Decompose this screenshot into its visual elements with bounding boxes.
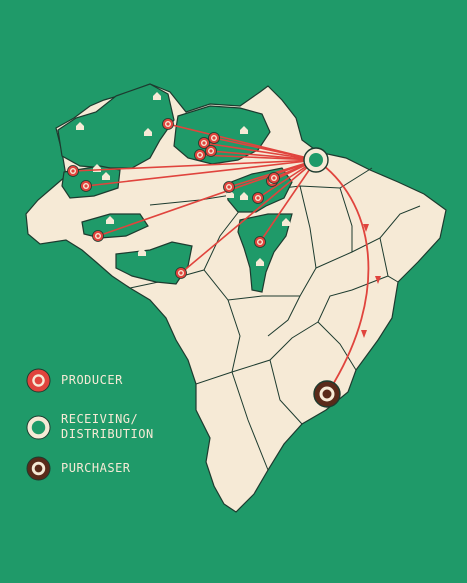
producer-marker bbox=[67, 165, 79, 177]
producer-marker bbox=[254, 236, 266, 248]
producer-marker bbox=[198, 137, 210, 149]
producer-route-line bbox=[199, 154, 317, 161]
producer-route-line bbox=[213, 137, 317, 161]
producer-route-line bbox=[259, 159, 317, 243]
producer-marker bbox=[205, 145, 217, 157]
producer-marker-icon bbox=[26, 368, 51, 393]
producer-marker bbox=[162, 118, 174, 130]
home-icon bbox=[240, 192, 248, 200]
producer-marker bbox=[268, 172, 280, 184]
producer-route-line bbox=[180, 159, 317, 274]
distribution-hub-marker bbox=[303, 147, 329, 173]
home-icon bbox=[153, 92, 161, 100]
home-icon bbox=[102, 172, 110, 180]
home-icon bbox=[144, 128, 152, 136]
arrow-down-icon bbox=[361, 330, 367, 338]
producer-route-line bbox=[203, 142, 317, 161]
settlement-icons bbox=[76, 92, 290, 266]
legend-item-purchaser: PURCHASER bbox=[26, 456, 226, 481]
route-arrows bbox=[361, 224, 381, 338]
producer-route-line bbox=[72, 159, 317, 172]
legend-label-purchaser: PURCHASER bbox=[61, 461, 131, 475]
legend-label-distribution: RECEIVING/ DISTRIBUTION bbox=[61, 412, 154, 441]
producer-marker bbox=[208, 132, 220, 144]
producer-markers bbox=[67, 118, 280, 279]
home-icon bbox=[76, 122, 84, 130]
distribution-marker-icon bbox=[26, 414, 51, 440]
home-icon bbox=[240, 126, 248, 134]
producer-marker bbox=[80, 180, 92, 192]
home-icon bbox=[256, 258, 264, 266]
legend-item-distribution: RECEIVING/ DISTRIBUTION bbox=[26, 412, 226, 442]
legend-label-producer: PRODUCER bbox=[61, 373, 123, 387]
producer-marker bbox=[175, 267, 187, 279]
producer-route-line bbox=[97, 159, 317, 237]
distribution-route bbox=[315, 159, 370, 395]
purchaser-marker bbox=[313, 380, 341, 408]
producer-route-line bbox=[85, 159, 317, 187]
producer-marker bbox=[252, 192, 264, 204]
producer-marker bbox=[92, 230, 104, 242]
arrow-down-icon bbox=[363, 224, 369, 232]
home-icon bbox=[138, 248, 146, 256]
home-icon bbox=[282, 218, 290, 226]
producer-marker bbox=[223, 181, 235, 193]
legend-item-producer: PRODUCER bbox=[26, 368, 226, 393]
producer-routes bbox=[72, 123, 317, 274]
arrow-down-icon bbox=[375, 276, 381, 284]
home-icon bbox=[106, 216, 114, 224]
producer-marker bbox=[194, 149, 206, 161]
producer-route-line bbox=[210, 150, 317, 161]
purchaser-marker-icon bbox=[26, 456, 51, 481]
